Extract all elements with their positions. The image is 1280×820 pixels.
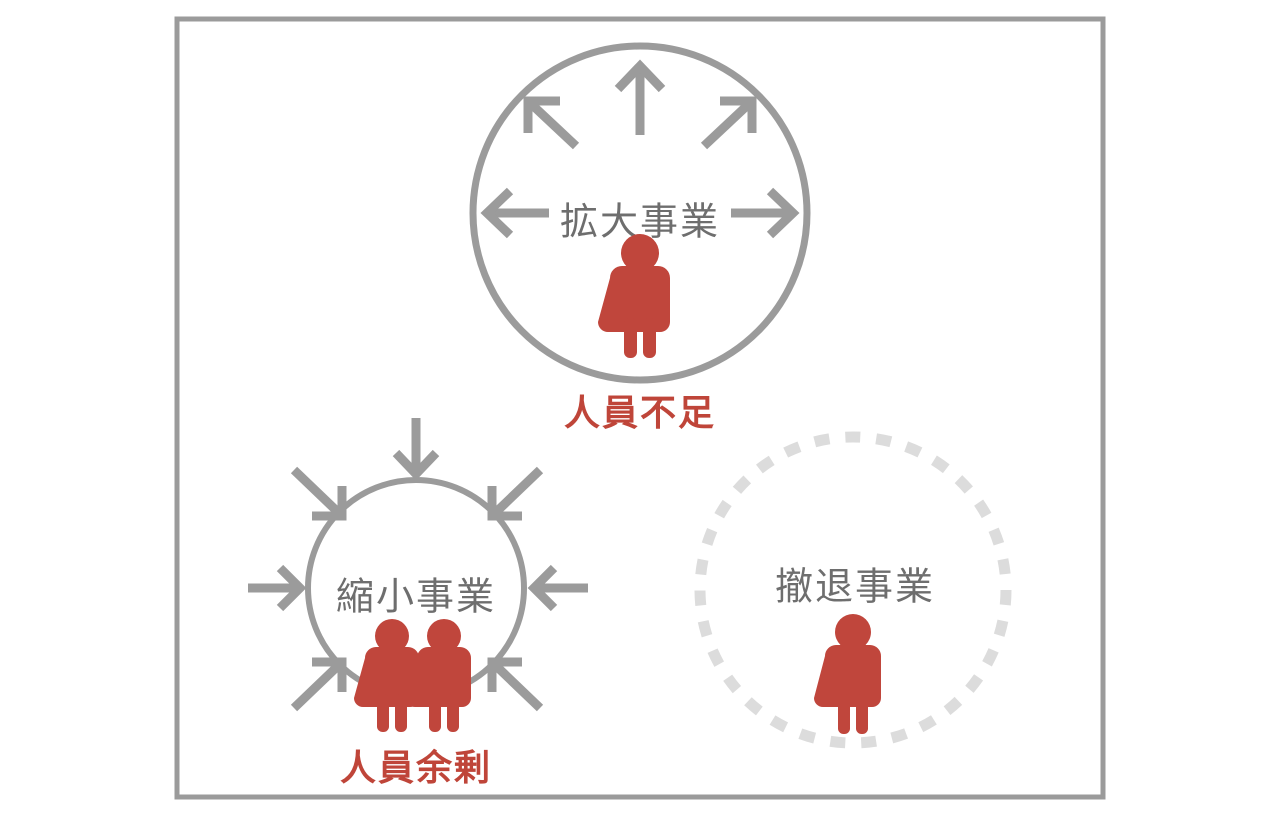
arrow-up-icon [614, 59, 666, 135]
arrow-up-right-icon [290, 657, 347, 712]
expansion-person-group [598, 234, 670, 358]
withdrawal-circle-label: 撤退事業 [775, 565, 935, 609]
downsizing-arrows [248, 418, 588, 712]
downsizing-person-group [354, 619, 471, 732]
arrow-right-icon [731, 187, 800, 239]
expansion-arrows [480, 59, 800, 239]
person-icon [406, 619, 471, 732]
withdrawal-person-group [814, 614, 881, 734]
arrow-down-right-icon [290, 466, 347, 521]
person-icon [814, 614, 881, 734]
arrow-up-left-icon [487, 657, 544, 712]
outer-frame [174, 16, 1106, 800]
group-expansion: 拡大事業 人員不足 [469, 42, 811, 434]
downsizing-status-label: 人員余剰 [340, 747, 492, 789]
withdrawal-circle [694, 431, 1012, 749]
arrow-down-left-icon [487, 466, 544, 521]
group-downsizing: 縮小事業 人員余剰 [248, 418, 588, 789]
arrow-up-right-icon [700, 96, 757, 150]
arrow-right-icon [248, 564, 307, 612]
expansion-status-label: 人員不足 [564, 393, 716, 434]
arrow-down-icon [392, 418, 440, 481]
arrow-left-icon [480, 187, 549, 239]
expansion-circle [469, 42, 811, 384]
group-withdrawal: 撤退事業 [694, 431, 1012, 749]
person-icon [598, 234, 670, 358]
person-icon [354, 619, 419, 732]
downsizing-circle-label: 縮小事業 [336, 575, 496, 619]
arrow-left-icon [527, 564, 588, 612]
arrow-up-left-icon [523, 96, 580, 150]
